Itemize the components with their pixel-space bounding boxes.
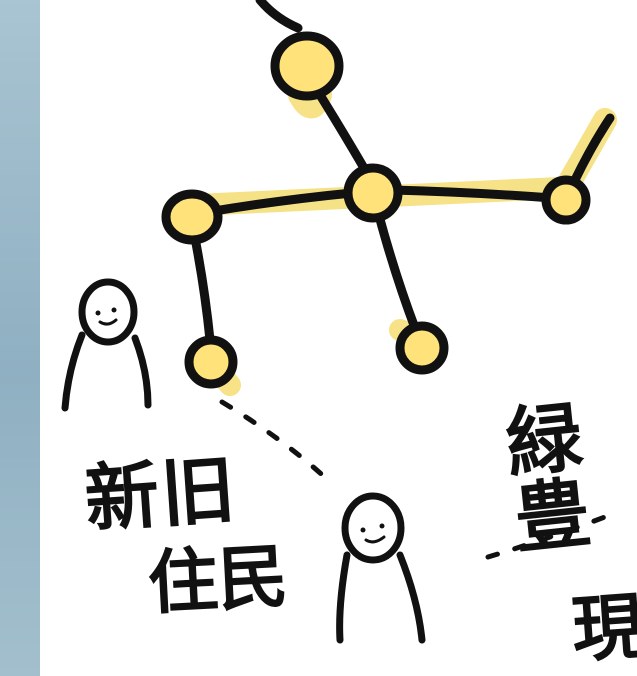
node-lower-left xyxy=(184,335,238,389)
node-top xyxy=(270,31,344,101)
node-left xyxy=(161,189,223,245)
edge-right-tail xyxy=(570,113,615,185)
node-right xyxy=(541,175,591,225)
person-bottom xyxy=(336,492,426,644)
dashed-link-nodes-to-person xyxy=(219,399,333,485)
edge-center-to-right xyxy=(387,185,557,203)
handwritten-label-ryokuho: 緑豊 xyxy=(501,392,595,565)
node-center xyxy=(343,163,403,223)
node-lower-mid xyxy=(395,321,449,375)
handwritten-label-shinkyu: 新旧 xyxy=(82,446,240,544)
dashed-link-person-to-right xyxy=(485,512,613,560)
edge-topleft-tail xyxy=(255,0,303,33)
handwritten-label-gen: 現 xyxy=(569,583,637,673)
edge-left-to-center xyxy=(203,188,357,217)
left-blue-band xyxy=(0,0,40,676)
paper-background xyxy=(40,0,637,676)
edge-left-down xyxy=(190,233,215,345)
handwritten-label-jumin: 住民 xyxy=(145,535,291,625)
person-left xyxy=(61,278,152,412)
edge-center-down xyxy=(373,207,420,333)
